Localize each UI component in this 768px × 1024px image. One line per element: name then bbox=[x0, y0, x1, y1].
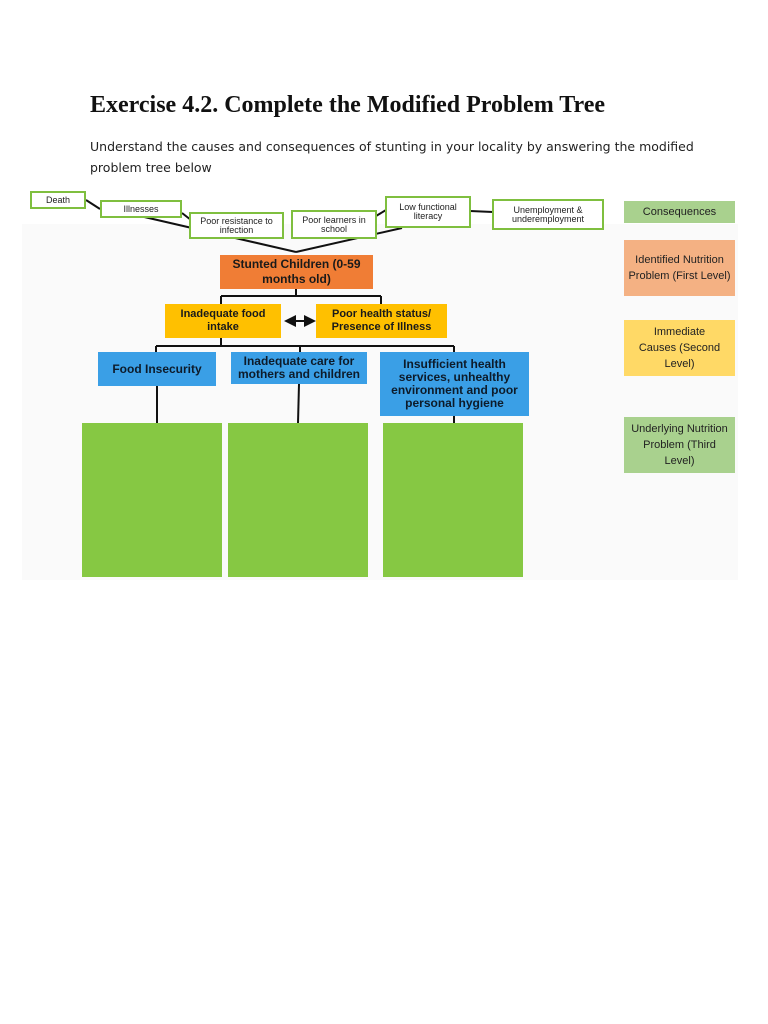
legend-second-level: Immediate Causes (Second Level) bbox=[624, 320, 735, 376]
consequence-death: Death bbox=[30, 191, 86, 209]
legend-first-level: Identified Nutrition Problem (First Leve… bbox=[624, 240, 735, 296]
legend-consequences: Consequences bbox=[624, 201, 735, 223]
consequence-illnesses: Illnesses bbox=[100, 200, 182, 218]
consequence-poor-resistance: Poor resistance to infection bbox=[189, 212, 284, 239]
answer-box-2[interactable] bbox=[228, 423, 368, 577]
cause-health-services: Insufficient health services, unhealthy … bbox=[380, 352, 529, 416]
legend-third-level: Underlying Nutrition Problem (Third Leve… bbox=[624, 417, 735, 473]
consequence-low-literacy: Low functional literacy bbox=[385, 196, 471, 228]
cause-food-insecurity: Food Insecurity bbox=[98, 352, 216, 386]
consequence-poor-learners: Poor learners in school bbox=[291, 210, 377, 239]
problem-stunted-children: Stunted Children (0-59 months old) bbox=[220, 255, 373, 289]
cause-inadequate-food-intake: Inadequate food intake bbox=[165, 304, 281, 338]
cause-inadequate-care: Inadequate care for mothers and children bbox=[231, 352, 367, 384]
page-title: Exercise 4.2. Complete the Modified Prob… bbox=[90, 92, 606, 118]
answer-box-3[interactable] bbox=[383, 423, 523, 577]
cause-poor-health-status: Poor health status/ Presence of Illness bbox=[316, 304, 447, 338]
answer-box-1[interactable] bbox=[82, 423, 222, 577]
consequence-unemployment: Unemployment & underemployment bbox=[492, 199, 604, 230]
intro-text: Understand the causes and consequences o… bbox=[90, 139, 694, 175]
